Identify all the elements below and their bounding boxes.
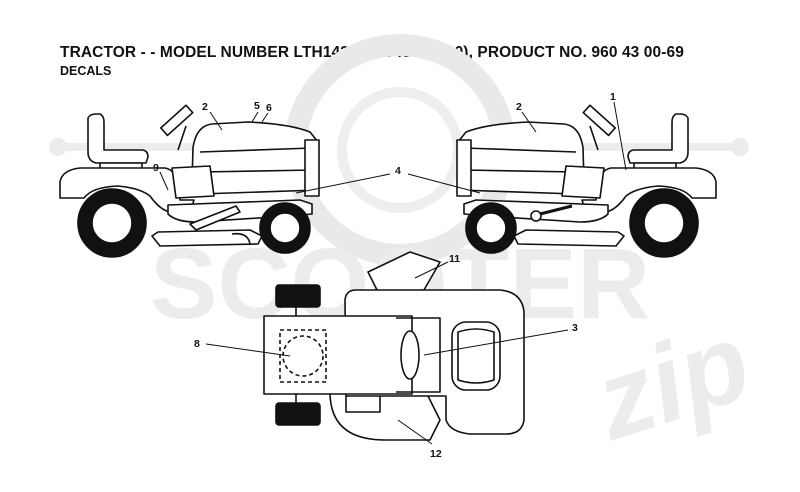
diagram-subtitle: DECALS	[60, 64, 112, 78]
deck-chute-left	[231, 232, 251, 245]
top-steering-wheel	[400, 330, 420, 380]
hood-upper-right	[463, 147, 577, 153]
tractor-right-side-view	[456, 104, 717, 258]
callout-8: 8	[194, 338, 200, 350]
seat-right	[627, 113, 689, 164]
leader-2-right	[521, 111, 537, 133]
leader-2-left	[209, 111, 223, 131]
rear-body-right	[581, 167, 717, 213]
hood-lower-left	[199, 169, 315, 173]
callout-4: 4	[395, 165, 401, 177]
hood-lower-right	[461, 169, 577, 173]
watermark-emblem-inner	[337, 87, 463, 213]
leader-11	[414, 261, 449, 279]
watermark-dot-left	[49, 138, 67, 156]
grille-right	[456, 139, 472, 197]
steering-column-right	[589, 125, 599, 151]
leader-1	[613, 101, 627, 171]
callout-3: 3	[572, 322, 578, 334]
callout-5: 5	[254, 100, 260, 112]
callout-11: 11	[449, 253, 460, 265]
top-tire-rear-lower	[275, 402, 321, 426]
top-dash-panel	[396, 317, 441, 393]
top-seat-decal-box	[279, 329, 327, 383]
callout-9: 9	[153, 162, 159, 174]
leader-lines	[159, 101, 627, 445]
top-discharge-chute	[367, 251, 441, 293]
callout-6: 6	[266, 102, 272, 114]
side-panel-left	[171, 165, 215, 199]
front-wheel-rim-left	[269, 212, 301, 244]
tractor-top-view	[263, 251, 525, 441]
steering-wheel-right	[582, 104, 617, 137]
rear-body-left	[59, 167, 195, 213]
callout-12: 12	[430, 448, 442, 460]
top-tire-rear-upper	[275, 284, 321, 308]
side-panel-right	[561, 165, 605, 199]
leader-4-left	[295, 173, 391, 194]
leader-5	[251, 111, 259, 123]
steering-column-left	[177, 125, 187, 151]
callout-2-left: 2	[202, 101, 208, 113]
rear-wheel-rim-left	[91, 202, 133, 244]
grille-left	[304, 139, 320, 197]
leader-3	[423, 329, 569, 356]
leader-4-right	[407, 173, 481, 194]
leader-6	[261, 112, 269, 123]
callout-2-right: 2	[516, 101, 522, 113]
leader-8	[205, 343, 291, 357]
leader-12	[397, 419, 433, 445]
watermark-dot-right	[731, 138, 749, 156]
callouts: 2 5 6 9 4 2 1 11 3 8 12	[153, 91, 616, 460]
front-wheel-rim-right	[475, 212, 507, 244]
seat-left	[87, 113, 149, 164]
rear-wheel-rim-right	[643, 202, 685, 244]
mower-deck-link-left	[189, 205, 241, 231]
leader-9	[159, 171, 169, 191]
hood-upper-left	[199, 147, 313, 153]
top-seat-decal-circle	[282, 335, 324, 377]
steering-wheel-left	[159, 104, 194, 137]
mower-deck-right	[513, 229, 625, 247]
top-seat-area	[263, 315, 413, 395]
lift-lever-knob-right	[530, 210, 542, 222]
tractor-left-side-view	[59, 104, 320, 258]
lift-lever-right	[539, 204, 573, 216]
top-engine-inner	[457, 328, 495, 384]
mower-deck-left	[151, 229, 263, 247]
top-engine-cover	[451, 321, 501, 391]
callout-1: 1	[610, 91, 616, 103]
top-footrest-left	[345, 396, 381, 413]
